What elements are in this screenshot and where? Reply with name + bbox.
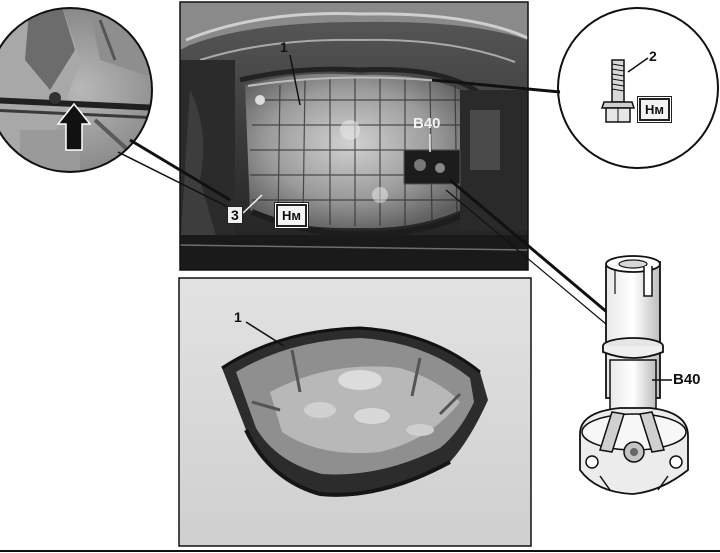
callout-b40-tool: B40	[673, 371, 701, 388]
up-arrow-icon	[56, 102, 92, 151]
top-photo	[180, 2, 528, 270]
callout-1-bottom: 1	[234, 309, 242, 325]
torque-box-bottom: Нм	[274, 202, 310, 229]
leader-line-2	[627, 57, 649, 73]
callout-b40-top: B40	[413, 115, 441, 132]
bolt-icon	[600, 59, 636, 123]
tool-b40-drawing	[579, 255, 689, 495]
callout-3: 3	[227, 206, 243, 224]
connector-left-upper	[129, 138, 231, 202]
torque-box-bolt: Нм	[637, 96, 673, 123]
torque-label-bolt: Нм	[639, 98, 671, 121]
connector-tool-upper	[449, 178, 615, 320]
leader-line-3	[242, 194, 263, 214]
connector-right-bolt	[431, 78, 561, 94]
torque-label-bottom: Нм	[276, 204, 308, 227]
bottom-photo	[178, 277, 532, 547]
callout-2: 2	[649, 48, 657, 64]
leader-line-1-top	[289, 54, 301, 106]
connector-left-lower	[117, 151, 231, 209]
connector-tool-lower	[445, 189, 607, 325]
leader-line-1-bottom	[245, 321, 285, 347]
bolt-detail-circle	[557, 7, 719, 169]
callout-1-top: 1	[280, 39, 288, 55]
